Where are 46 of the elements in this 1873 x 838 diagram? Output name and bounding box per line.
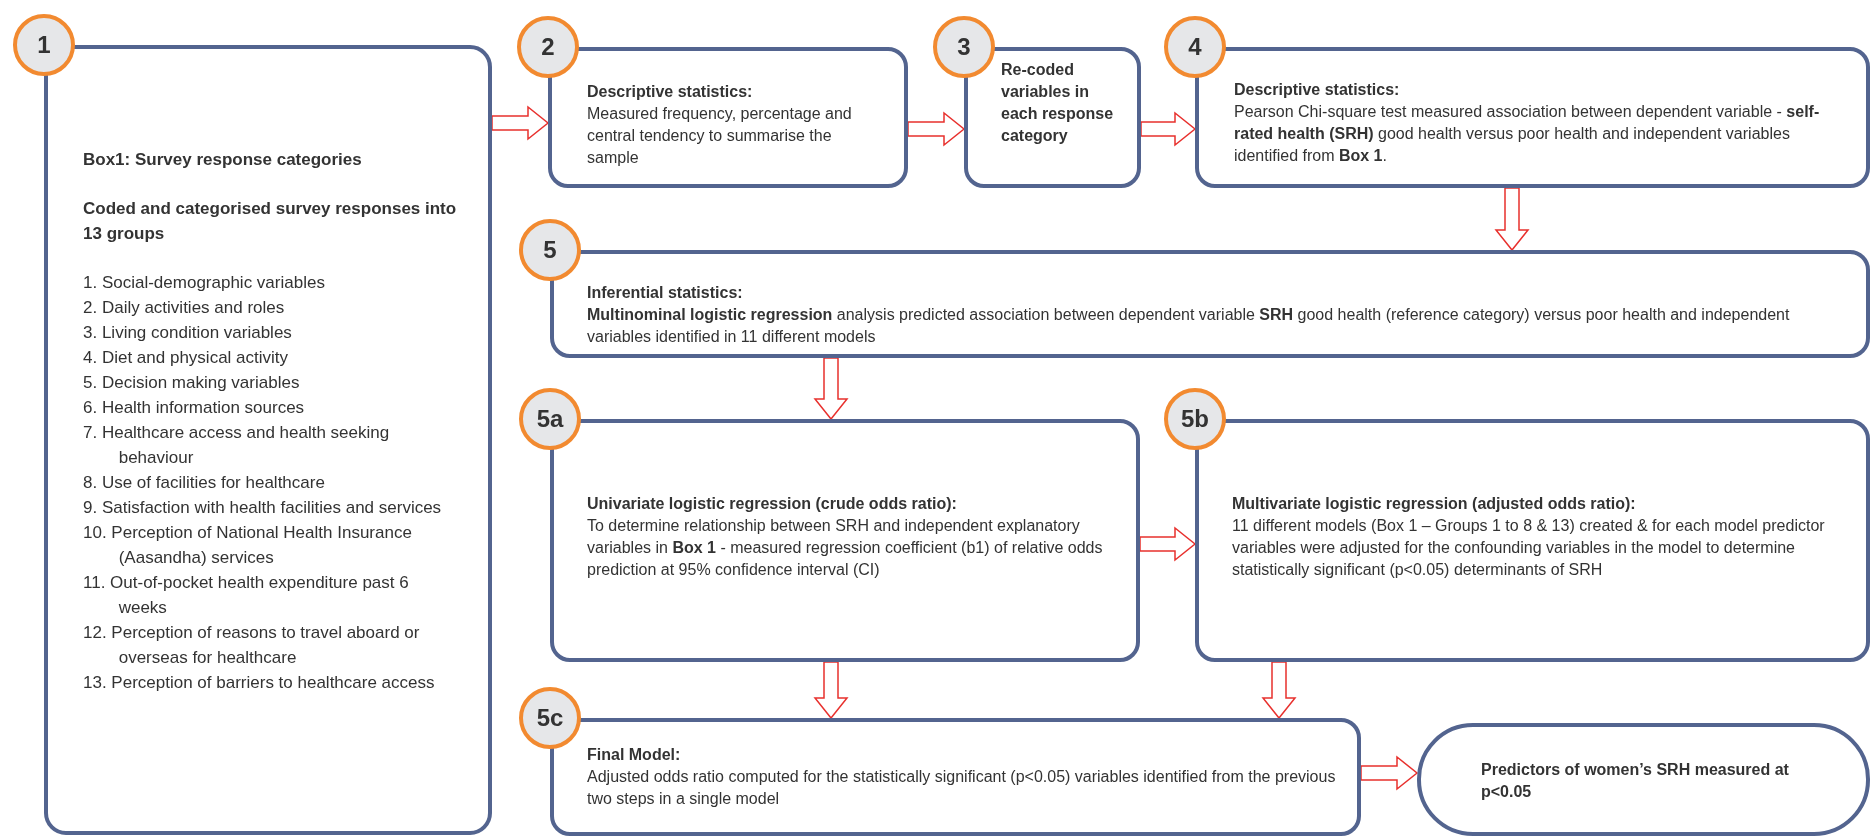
step-number: 5c [519,687,581,749]
block-arrow [1360,755,1419,791]
description: 11 different models (Box 1 – Groups 1 to 8 & 13) created & for each model predictor variables were adjusted for the confounding variables in the model to determine statistically significant (p<0.05) determinants of SRH [1232,516,1826,580]
block-arrow [1261,661,1297,720]
list-item: 7. Healthcare access and health seeking behaviour [83,422,391,469]
step-number: 2 [517,16,579,78]
heading: Descriptive statistics: [1234,80,1401,100]
step-number: 4 [1164,16,1226,78]
step-number: 1 [13,14,75,76]
list-item: 5. Decision making variables [83,372,301,394]
list-item: 13. Perception of barriers to healthcare access [83,672,436,694]
list-item: 8. Use of facilities for healthcare [83,472,326,494]
list-item: 4. Diet and physical activity [83,347,290,369]
description: Measured frequency, percentage and central tendency to summarise the sample [587,104,853,168]
list-item: 11. Out-of-pocket health expenditure past 6 weeks [83,572,410,619]
heading: Final Model: [587,745,682,765]
block-arrow [907,111,966,147]
heading: Univariate logistic regression (crude odds ratio): [587,494,958,514]
heading: Multivariate logistic regression (adjusted odds ratio): [1232,494,1637,514]
description: To determine relationship between SRH and independent explanatory variables in Box 1 - measured regression coefficient (b1) of relative odds prediction at 95% confidence interval (CI) [587,516,1104,580]
heading: Re-coded variables in each response category [1001,60,1115,146]
heading: Predictors of women’s SRH measured at p<0.05 [1481,760,1790,802]
step-number: 3 [933,16,995,78]
heading: Descriptive statistics: [587,82,754,102]
list-item: 12. Perception of reasons to travel aboard or overseas for healthcare [83,622,421,669]
block-arrow [1140,111,1197,147]
description: Multinominal logistic regression analysis predicted association between dependent variable SRH good health (reference category) versus poor health and independent variables identified in 11 different models [587,305,1791,347]
step-number: 5a [519,388,581,450]
block-arrow [491,105,550,141]
description: Pearson Chi-square test measured association between dependent variable - self-rated health (SRH) good health versus poor health and independent variables identified from Box 1. [1234,102,1821,166]
list-item: 10. Perception of National Health Insurance (Aasandha) services [83,522,413,569]
list-item: 1. Social-demographic variables [83,272,326,294]
block-arrow [813,357,849,421]
block-arrow [1139,526,1197,562]
heading: Coded and categorised survey responses into 13 groups [83,198,458,245]
list-item: 9. Satisfaction with health facilities and services [83,497,443,519]
heading: Box1: Survey response categories [83,149,363,171]
description: Adjusted odds ratio computed for the statistically significant (p<0.05) variables identified from the previous two steps in a single model [587,767,1337,809]
step-number: 5 [519,219,581,281]
block-arrow [813,661,849,720]
step-number: 5b [1164,388,1226,450]
block-arrow [1494,187,1530,252]
list-item: 6. Health information sources [83,397,306,419]
heading: Inferential statistics: [587,283,744,303]
list-item: 3. Living condition variables [83,322,293,344]
list-item: 2. Daily activities and roles [83,297,286,319]
